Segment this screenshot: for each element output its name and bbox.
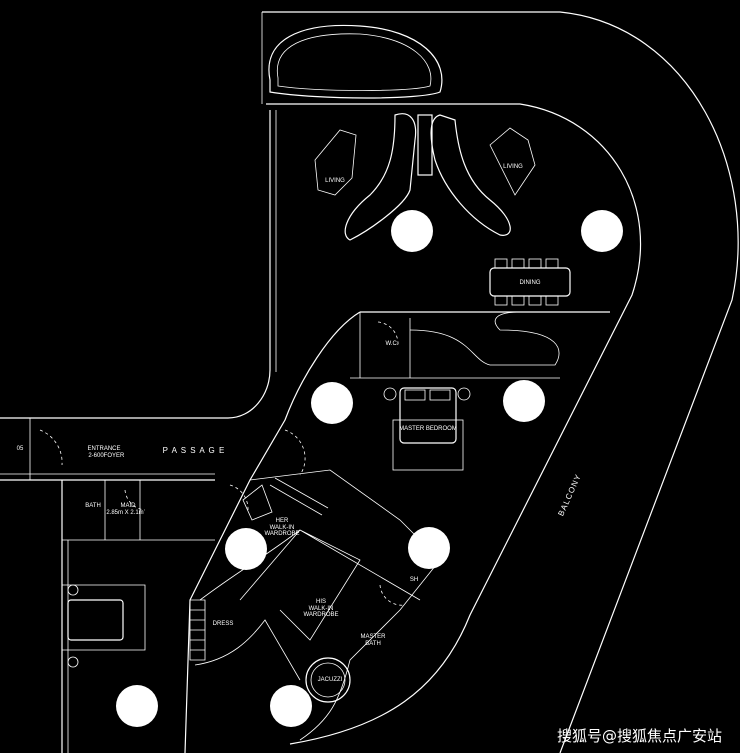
label-shower: SH — [410, 577, 418, 583]
label-living-right: LIVING — [503, 164, 523, 170]
label-master-bath-1: MASTER — [360, 634, 386, 640]
label-bath: BATH — [85, 503, 101, 509]
label-maid-size: 2.85m X 2.1m — [106, 510, 143, 516]
redaction-circles — [116, 210, 623, 727]
label-living-left: LIVING — [325, 178, 345, 184]
label-his-wardrobe-3: WARDROBE — [303, 612, 338, 618]
dining-table — [489, 258, 571, 306]
label-jacuzzi: JACUZZI — [318, 677, 343, 683]
label-maid: MAID — [121, 503, 137, 509]
bedroom-bed — [67, 584, 124, 668]
jacuzzi — [305, 657, 351, 703]
living-sofas — [314, 113, 536, 241]
label-her-wardrobe-2: WALK-IN — [270, 525, 295, 531]
label-door-tag: 05 — [17, 446, 24, 452]
label-entrance: ENTRANCE — [87, 446, 120, 452]
label-balcony: BALCONY — [556, 472, 583, 517]
building-walls — [0, 110, 610, 753]
label-dress: DRESS — [213, 621, 234, 627]
label-dining: DINING — [520, 280, 541, 286]
label-master-bedroom: MASTER BEDROOM — [399, 426, 457, 432]
label-his-wardrobe-1: HIS — [316, 599, 326, 605]
label-her-wardrobe-1: HER — [276, 518, 289, 524]
wardrobe-shelves — [189, 477, 329, 661]
label-wc: W.C. — [386, 341, 399, 347]
master-bed — [383, 387, 471, 471]
label-foyer: FOYER — [104, 453, 125, 459]
label-foyer-tag: 2-600 — [88, 453, 104, 459]
planter — [268, 24, 443, 99]
watermark: 搜狐号@搜狐焦点广安站 — [557, 727, 722, 745]
label-passage: P A S S A G E — [163, 446, 226, 455]
doors — [39, 321, 406, 606]
label-his-wardrobe-2: WALK-IN — [309, 606, 334, 612]
label-master-bath-2: BATH — [365, 641, 381, 647]
label-her-wardrobe-3: WARDROBE — [264, 531, 299, 537]
balcony-outline — [261, 11, 739, 753]
